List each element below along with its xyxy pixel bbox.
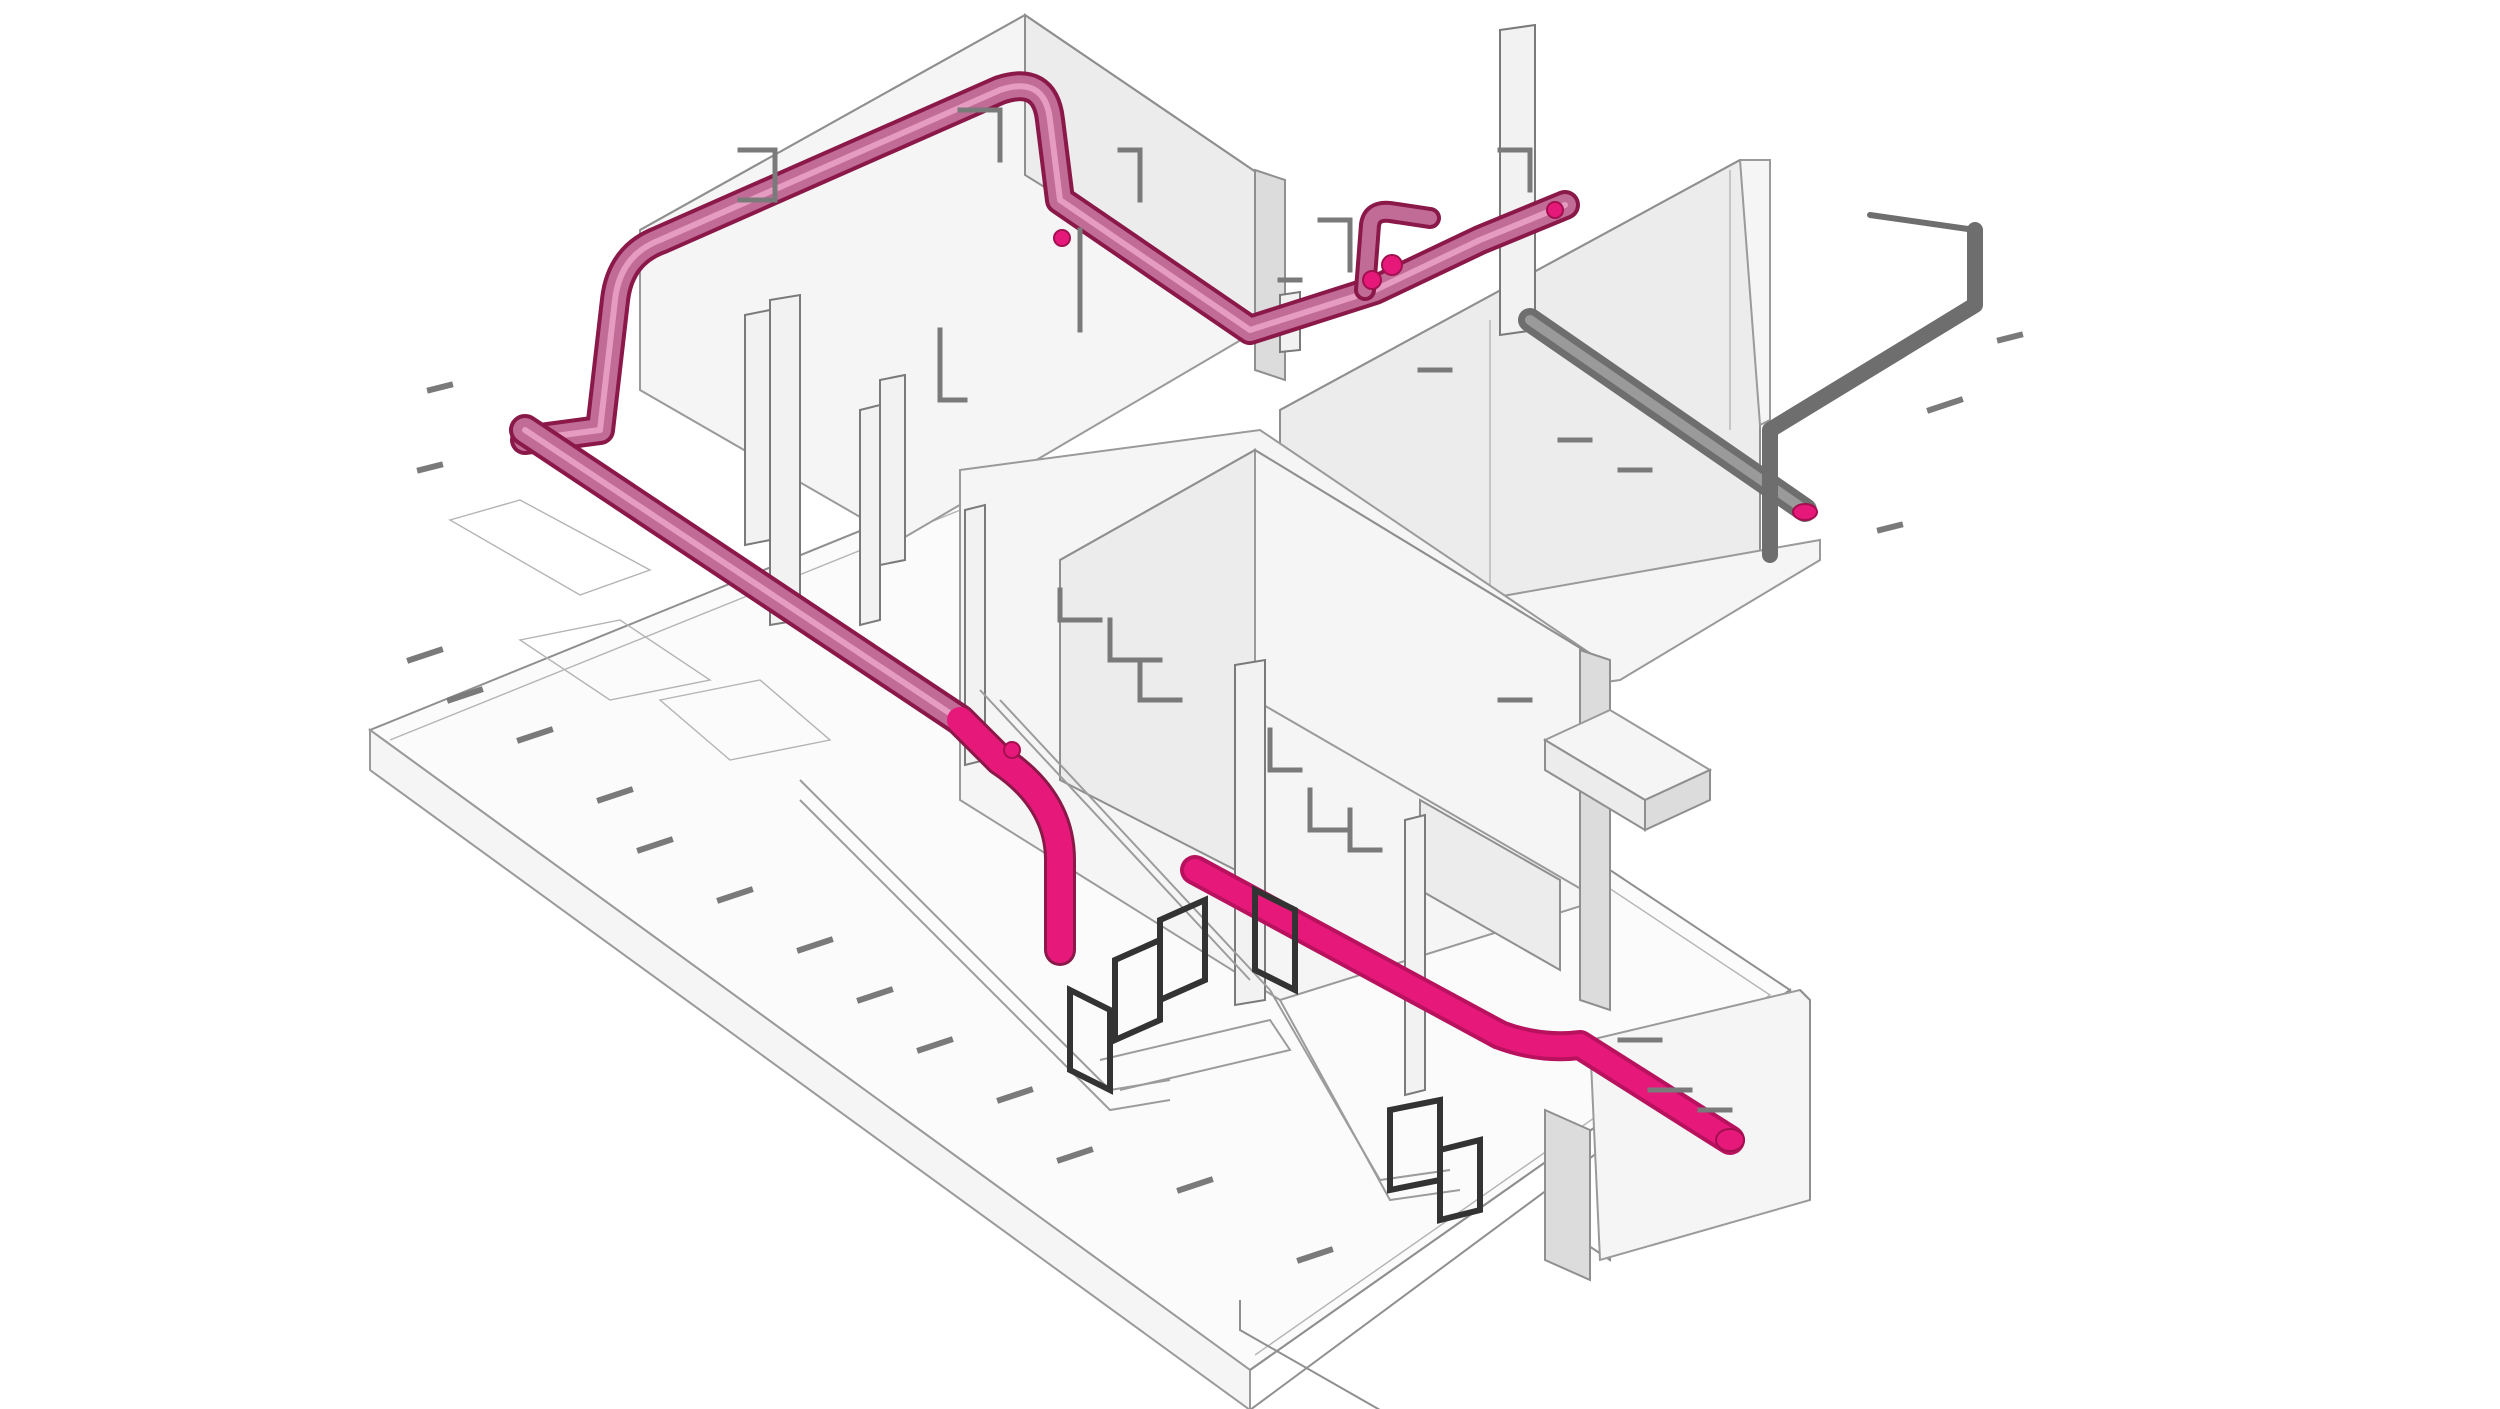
railing-frame-icon <box>1067 885 1483 1224</box>
grey-pipe <box>1518 212 1983 563</box>
bracket-icon <box>737 107 1733 1113</box>
upper-pink-pipe <box>510 71 1580 455</box>
floor-anchors <box>406 331 2024 1264</box>
valve-icon <box>1003 201 1564 759</box>
slab-openings <box>448 499 832 761</box>
lower-pink-pipe <box>509 414 1745 1155</box>
partition-walls <box>959 428 1713 1012</box>
